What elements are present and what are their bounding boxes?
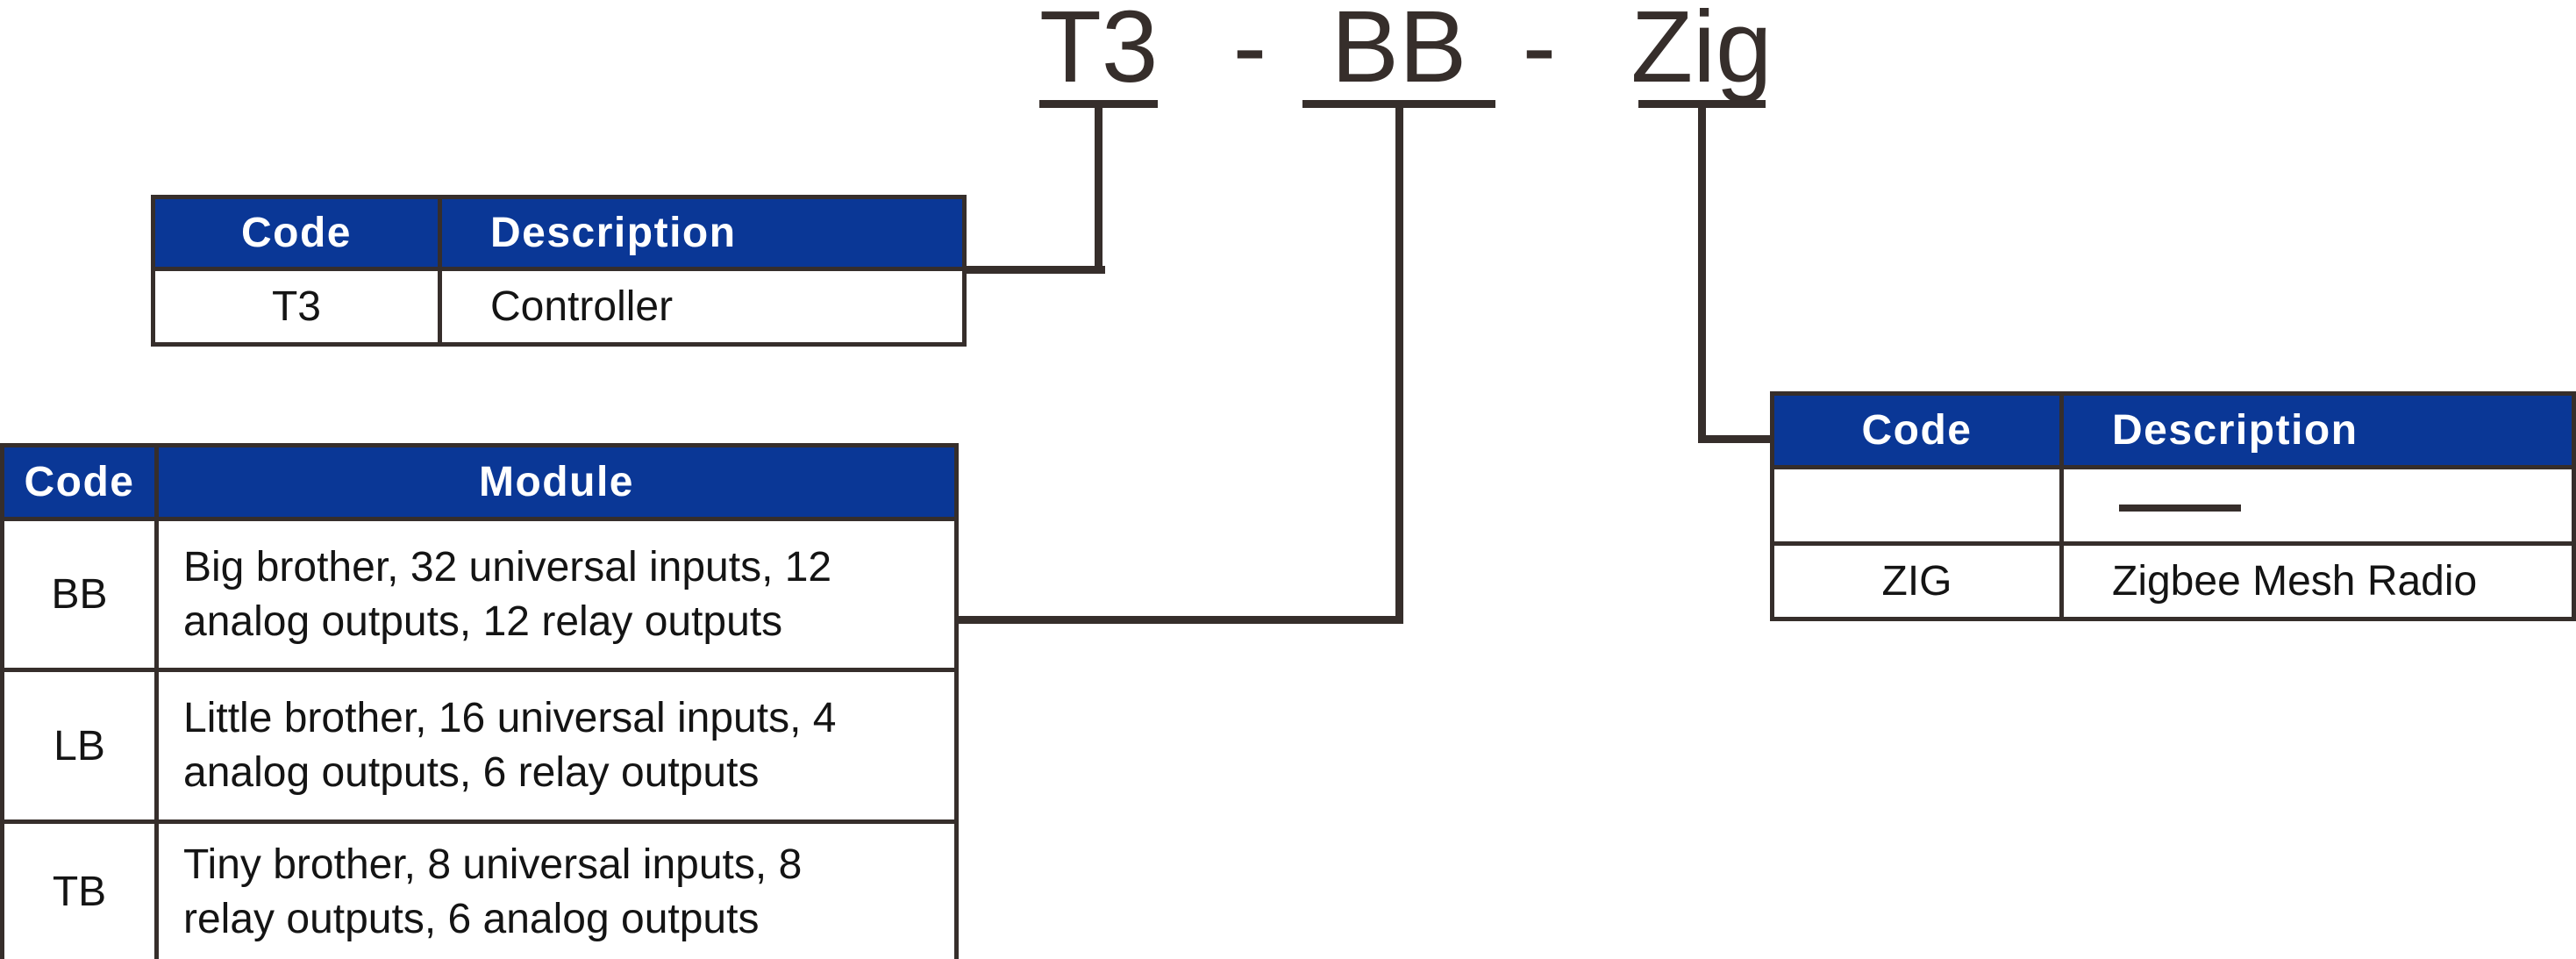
radio-code-header: Code [1770, 391, 2064, 469]
controller-code-cell: T3 [151, 267, 442, 347]
radio-description-header: Description [2059, 391, 2576, 469]
zig-connector-horizontal [1698, 435, 1775, 443]
module-code-cell-bb: BB [0, 517, 159, 672]
controller-description-header: Description [438, 195, 967, 271]
controller-code-table: Code Description T3 Controller [151, 195, 967, 347]
radio-code-cell-blank [1770, 465, 2064, 546]
title-separator-1: - [1232, 0, 1267, 104]
t3-underline [1039, 100, 1158, 108]
zig-connector-vertical [1698, 106, 1706, 443]
module-description-line: Tiny brother, 8 universal inputs, 8 [183, 841, 803, 888]
module-code-cell-tb: TB [0, 819, 159, 959]
table-row: BB Big brother, 32 universal inputs, 12 … [0, 517, 959, 672]
bb-underline [1302, 100, 1495, 108]
table-row: ZIG Zigbee Mesh Radio [1770, 541, 2576, 621]
controller-code-header: Code [151, 195, 442, 271]
table-row: T3 Controller [151, 267, 967, 347]
module-description-line: relay outputs, 6 analog outputs [183, 895, 760, 942]
radio-code-cell-zig: ZIG [1770, 541, 2064, 621]
controller-description-cell: Controller [438, 267, 967, 347]
t3-connector-vertical [1095, 106, 1102, 274]
dash-placeholder [2119, 504, 2241, 512]
radio-description-cell-blank [2059, 465, 2576, 546]
title-separator-2: - [1522, 0, 1557, 104]
table-row: LB Little brother, 16 universal inputs, … [0, 668, 959, 824]
module-description-cell-bb: Big brother, 32 universal inputs, 12 ana… [154, 517, 959, 672]
module-code-header: Code [0, 443, 159, 521]
title-segment-bb: BB [1331, 0, 1467, 104]
table-row [1770, 465, 2576, 546]
bb-connector-horizontal [958, 616, 1403, 624]
table-row: TB Tiny brother, 8 universal inputs, 8 r… [0, 819, 959, 959]
module-module-header: Module [154, 443, 959, 521]
bb-connector-vertical [1395, 106, 1403, 624]
zig-underline [1638, 100, 1766, 108]
title-segment-zig: Zig [1631, 0, 1773, 104]
module-description-cell-lb: Little brother, 16 universal inputs, 4 a… [154, 668, 959, 824]
module-description-line: analog outputs, 12 relay outputs [183, 598, 783, 645]
module-description-line: Big brother, 32 universal inputs, 12 [183, 543, 832, 590]
module-code-table: Code Module BB Big brother, 32 universal… [0, 443, 959, 959]
module-code-cell-lb: LB [0, 668, 159, 824]
radio-description-cell-zig: Zigbee Mesh Radio [2059, 541, 2576, 621]
title-segment-t3: T3 [1039, 0, 1159, 104]
t3-connector-horizontal [958, 266, 1105, 274]
radio-code-table: Code Description ZIG Zigbee Mesh Radio [1770, 391, 2576, 621]
module-description-line: Little brother, 16 universal inputs, 4 [183, 695, 837, 741]
module-description-line: analog outputs, 6 relay outputs [183, 749, 760, 796]
module-description-cell-tb: Tiny brother, 8 universal inputs, 8 rela… [154, 819, 959, 959]
